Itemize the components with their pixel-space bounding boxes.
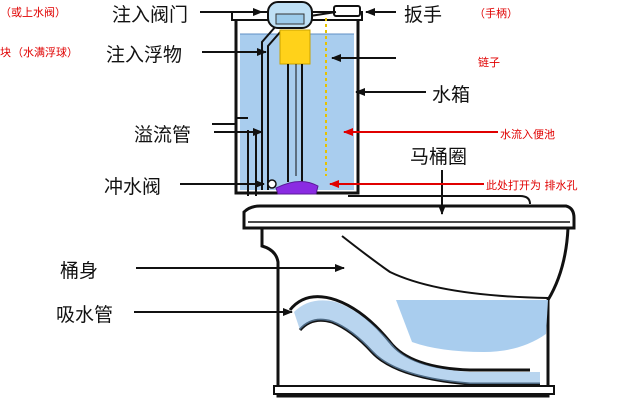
lid [348,195,531,205]
handle-note: （手柄） [474,7,518,20]
toilet-bowl [260,226,570,398]
bowl-water [396,300,548,352]
water-flow-label: 水流入便池 [500,128,555,141]
float-note: （水满浮球） [12,46,78,59]
inlet-valve-note: （或上水阀） [0,6,66,19]
inlet-valve [267,1,313,29]
tank-label: 水箱 [432,84,471,106]
handle [309,5,361,17]
float-note-prefix: 块 [0,46,11,59]
valve-column [287,64,303,182]
flush-valve-label: 冲水阀 [104,176,162,198]
float-label: 注入浮物 [106,44,183,66]
siphon-label: 吸水管 [56,304,114,326]
inlet-valve-label: 注入阀门 [112,4,189,26]
chain-label: 链子 [478,56,500,69]
siphon-trap [288,295,530,372]
bowl-label: 桶身 [60,260,99,282]
seat [242,204,576,230]
refill-pipe [261,25,283,190]
overflow-pipe-label: 溢流管 [134,124,192,146]
overflow-bracket [212,117,248,125]
seat-label: 马桶圈 [410,146,468,168]
drain-hole-label: 此处打开为 排水孔 [486,179,578,192]
float-block [279,29,311,65]
pointer-arrows [134,8,446,316]
red-arrows [329,128,498,188]
handle-label: 扳手 [404,4,443,26]
flush-valve [267,179,319,195]
